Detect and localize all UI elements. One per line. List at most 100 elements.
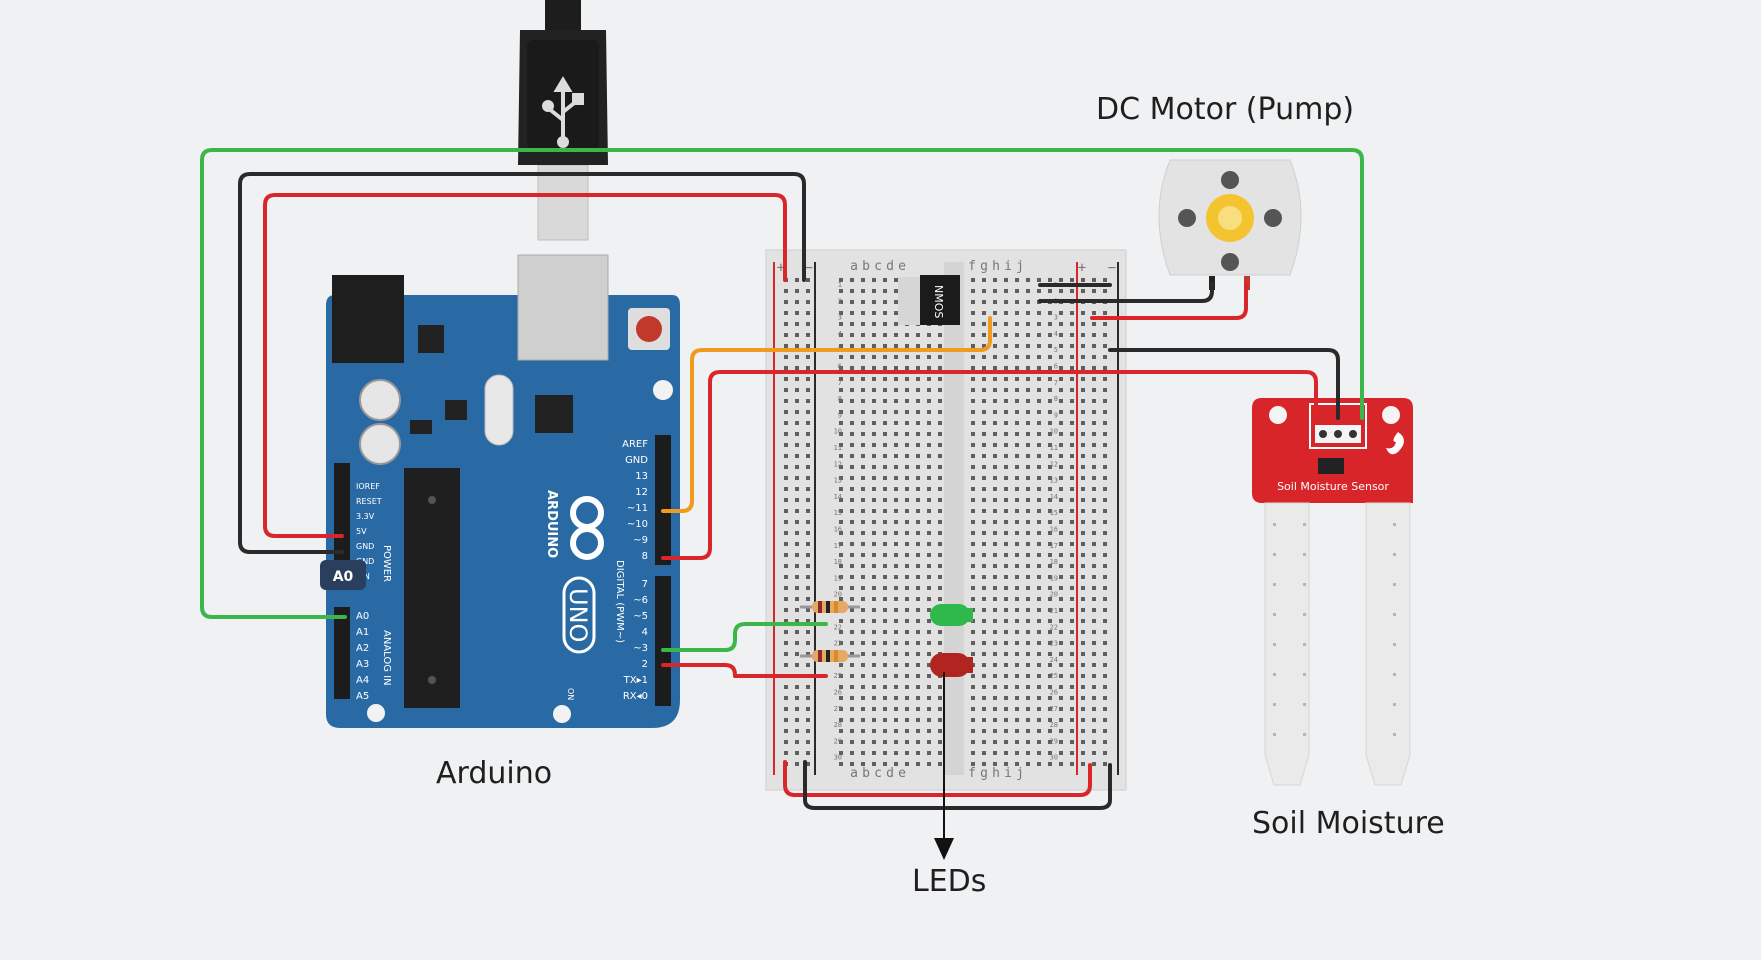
- motor-gear-icon: [1206, 194, 1254, 242]
- on-led-label: ON: [566, 688, 575, 700]
- wire-black-gnd[interactable]: [238, 172, 806, 554]
- power-pin-label: 5V: [356, 527, 367, 536]
- rail-minus-label: −: [805, 260, 813, 276]
- resistor-2[interactable]: [800, 650, 860, 662]
- row-number: 13: [834, 477, 842, 485]
- column-label: e: [898, 766, 906, 781]
- wire-black-rail-bridge[interactable]: [803, 760, 1112, 810]
- row-number: 1: [838, 281, 842, 289]
- row-number: 8: [838, 395, 842, 403]
- usb-cable: [518, 0, 608, 241]
- column-label: c: [874, 766, 882, 781]
- column-label: c: [874, 259, 882, 274]
- dc-motor[interactable]: [1158, 159, 1302, 290]
- pin-tooltip-label: A0: [333, 569, 354, 585]
- column-label: i: [1004, 766, 1012, 781]
- row-number: 18: [834, 558, 842, 566]
- wire-green-led[interactable]: [661, 622, 828, 652]
- power-pin-label: GND: [356, 557, 374, 566]
- arduino-board[interactable]: ARDUINO UNO DIGITAL (PWM~) POWER ANALOG …: [326, 254, 680, 728]
- row-number: 27: [834, 705, 842, 713]
- analog-pin-label: A2: [356, 643, 369, 654]
- row-number: 23: [834, 640, 842, 648]
- terminal-holes-left: [838, 272, 956, 767]
- sparkfun-flame-icon: [1386, 432, 1404, 455]
- soil-moisture-sensor[interactable]: Soil Moisture Sensor: [1252, 398, 1413, 786]
- rail-plus-label: +: [1078, 260, 1086, 276]
- row-number: 16: [1050, 526, 1058, 534]
- column-label: d: [886, 766, 894, 781]
- power-jack: [332, 275, 404, 363]
- analog-pin-label: A3: [356, 659, 369, 670]
- sensor-silkscreen: Soil Moisture Sensor: [1277, 480, 1389, 493]
- digital-pin-label: ~5: [633, 611, 648, 622]
- pin-tooltip: A0: [320, 560, 366, 590]
- digital-header-label: DIGITAL (PWM~): [614, 560, 625, 643]
- row-number: 30: [1050, 754, 1058, 762]
- analog-pin-label: A1: [356, 627, 369, 638]
- row-number: 7: [838, 379, 842, 387]
- microcontroller-chip: [404, 468, 460, 708]
- row-number: 10: [834, 428, 842, 436]
- nmos-label: NMOS: [932, 285, 945, 318]
- row-number: 17: [834, 542, 842, 550]
- nmos-transistor[interactable]: NMOS: [898, 275, 960, 325]
- column-label: j: [1016, 259, 1024, 274]
- wire-black-sensor-gnd[interactable]: [1108, 348, 1340, 420]
- power-pin-label: IOREF: [356, 482, 380, 491]
- digital-pin-label: AREF: [622, 439, 648, 450]
- row-number: 15: [1050, 509, 1058, 517]
- column-label: g: [980, 766, 988, 781]
- row-number: 16: [834, 526, 842, 534]
- terminal-holes-right: [968, 272, 1086, 767]
- wire-red-motor[interactable]: [1090, 282, 1248, 320]
- digital-pin-label: 7: [642, 579, 648, 590]
- column-label: e: [898, 259, 906, 274]
- usb-icon: [542, 76, 584, 148]
- column-label: b: [862, 766, 870, 781]
- row-number: 6: [1054, 363, 1058, 371]
- red-led[interactable]: [930, 653, 973, 677]
- wire-red-rail-bridge[interactable]: [783, 760, 1092, 797]
- wire-red-led[interactable]: [661, 663, 828, 678]
- center-channel: [944, 262, 964, 775]
- row-number: 24: [1050, 656, 1058, 664]
- rail-plus-label: +: [777, 260, 785, 276]
- wire-red-5v[interactable]: [263, 193, 787, 538]
- wire-red-sensor-power[interactable]: [661, 370, 1318, 560]
- wire-green-sensor-signal[interactable]: [200, 148, 1364, 619]
- wire-orange-pwm[interactable]: [661, 316, 992, 513]
- green-led[interactable]: [930, 604, 973, 626]
- resistor-1[interactable]: [800, 601, 860, 613]
- row-number: 27: [1050, 705, 1058, 713]
- digital-pin-label: 8: [642, 551, 648, 562]
- row-number: 4: [838, 330, 842, 338]
- analog-pin-label: A4: [356, 675, 369, 686]
- digital-pin-label: 4: [642, 627, 648, 638]
- row-number: 8: [1054, 395, 1058, 403]
- row-number: 30: [834, 754, 842, 762]
- row-number: 9: [838, 411, 842, 419]
- digital-pin-label: ~10: [627, 519, 648, 530]
- digital-pin-label: 2: [642, 659, 648, 670]
- row-number: 17: [1050, 542, 1058, 550]
- rail-holes-left: [780, 272, 810, 767]
- power-pin-label: 3.3V: [356, 512, 375, 521]
- column-label: j: [1016, 766, 1024, 781]
- usb-port: [517, 254, 609, 361]
- row-number: 21: [1050, 607, 1058, 615]
- column-label: d: [886, 259, 894, 274]
- column-label: f: [968, 259, 976, 274]
- row-number: 25: [1050, 672, 1058, 680]
- power-pin-label: RESET: [356, 497, 382, 506]
- row-number: 29: [1050, 737, 1058, 745]
- digital-pin-label: ~9: [633, 535, 648, 546]
- wire-black-motor[interactable]: [1038, 282, 1214, 303]
- board-brand-label: ARDUINO: [544, 490, 559, 558]
- row-number: 6: [838, 363, 842, 371]
- column-label: h: [992, 259, 1000, 274]
- digital-pin-label: TX▸1: [623, 675, 648, 686]
